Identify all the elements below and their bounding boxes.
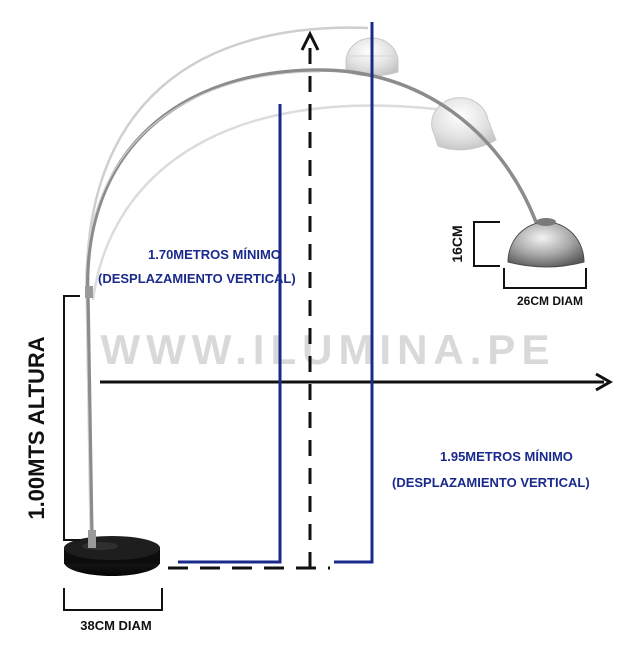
lamp-arc-highlight	[85, 71, 321, 541]
height-label: 1.00MTS ALTURA	[24, 336, 49, 519]
rod-joint	[85, 286, 93, 298]
dimension-170-bracket	[178, 104, 282, 564]
min-170-label-line2: (DESPLAZAMIENTO VERTICAL)	[98, 271, 296, 286]
lamp-arc-rod	[85, 68, 538, 547]
base-diameter-label: 38CM DIAM	[80, 618, 152, 633]
shade-height-label: 16CM	[449, 225, 465, 262]
shade-diameter-label: 26CM DIAM	[517, 294, 583, 308]
marble-base	[64, 530, 160, 576]
height-bracket	[63, 295, 80, 541]
lamp-shade	[507, 218, 585, 268]
min-195-label-line1: 1.95METROS MÍNIMO	[440, 449, 573, 464]
base-diameter-bracket	[63, 588, 163, 611]
min-170-label-line1: 1.70METROS MÍNIMO	[148, 247, 281, 262]
shade-diameter-bracket	[503, 268, 587, 289]
shade-height-bracket	[473, 221, 500, 267]
dimension-195-bracket	[334, 22, 374, 564]
min-195-label-line2: (DESPLAZAMIENTO VERTICAL)	[392, 475, 590, 490]
ghost-arc-high	[85, 26, 369, 301]
vertical-axis-arrowhead	[300, 30, 320, 51]
horizontal-axis-arrowhead	[595, 372, 614, 392]
watermark-text: WWW.ILUMINA.PE	[101, 326, 556, 373]
